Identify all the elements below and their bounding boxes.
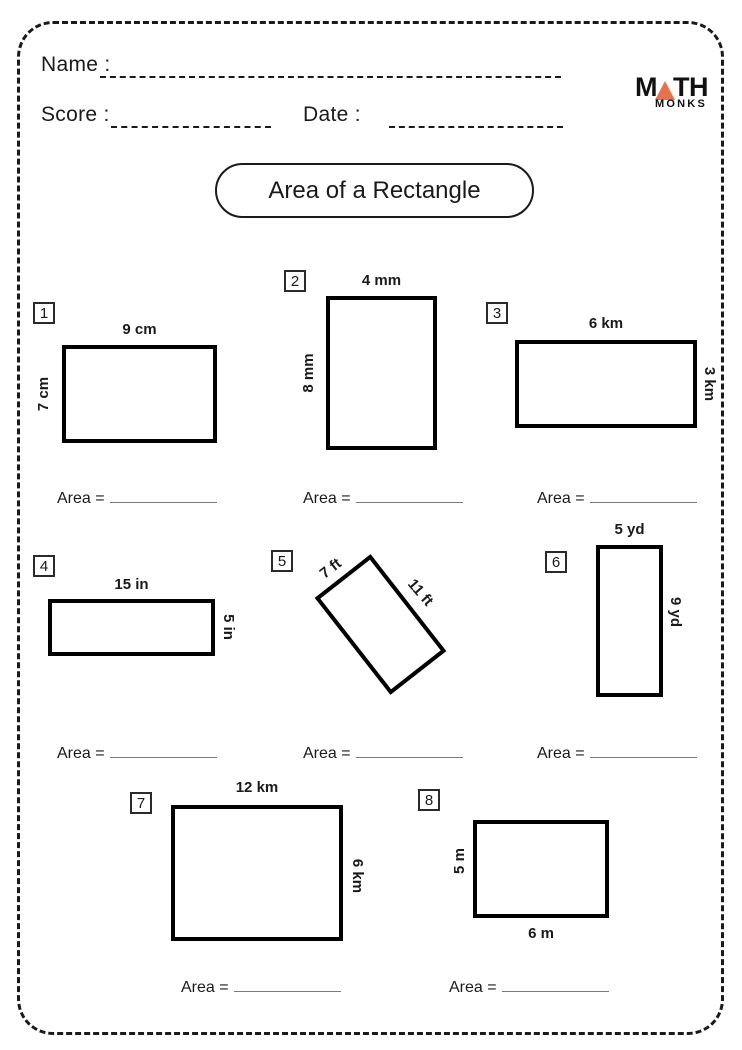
score-label: Score : — [41, 103, 110, 126]
problem-2-rectangle — [326, 296, 437, 450]
problem-2-height-label: 8 mm — [300, 353, 317, 393]
problem-1-width-label: 9 cm — [122, 321, 157, 338]
problem-8-height-label: 5 m — [451, 848, 468, 874]
problem-5-area-field: Area = — [303, 743, 463, 763]
problem-8-answer-blank — [501, 977, 609, 992]
area-label: Area = — [57, 745, 105, 762]
problem-1-area-field: Area = — [57, 488, 217, 508]
problem-4-width-label: 15 in — [114, 576, 149, 593]
problem-1-number-badge: 1 — [33, 302, 55, 324]
problem-7-answer-blank — [233, 977, 341, 992]
logo-wordmark: M TH — [604, 72, 709, 102]
problem-2-number-badge: 2 — [284, 270, 306, 292]
problem-7-number-badge: 7 — [130, 792, 152, 814]
problem-3-area-field: Area = — [537, 488, 697, 508]
logo-subtitle: MONKS — [655, 98, 707, 110]
problem-6-answer-blank — [589, 743, 697, 758]
problem-4-answer-blank — [109, 743, 217, 758]
problem-6-width-label: 5 yd — [614, 521, 645, 538]
problem-1-rectangle — [62, 345, 217, 443]
score-blank-line — [111, 106, 271, 128]
problem-6-number-badge: 6 — [545, 551, 567, 573]
problem-2-width-label: 4 mm — [361, 272, 402, 289]
problem-6-height-label: 9 yd — [667, 596, 684, 627]
problem-7-height-label: 6 km — [349, 858, 366, 894]
problem-2-answer-blank — [355, 488, 463, 503]
logo-word-start: M — [635, 72, 658, 102]
problem-6-rectangle — [596, 545, 663, 697]
problem-4-area-field: Area = — [57, 743, 217, 763]
problem-3-answer-blank — [589, 488, 697, 503]
area-label: Area = — [303, 490, 351, 507]
area-label: Area = — [537, 490, 585, 507]
name-blank-line — [100, 56, 561, 78]
area-label: Area = — [303, 745, 351, 762]
worksheet-title-box: Area of a Rectangle — [215, 163, 534, 218]
date-label: Date : — [303, 103, 361, 126]
area-label: Area = — [181, 979, 229, 996]
problem-5-number-badge: 5 — [271, 550, 293, 572]
problem-3-number-badge: 3 — [486, 302, 508, 324]
problem-2-area-field: Area = — [303, 488, 463, 508]
logo-triangle-icon — [655, 81, 675, 100]
area-label: Area = — [449, 979, 497, 996]
problem-1-height-label: 7 cm — [35, 376, 52, 412]
problem-8-area-field: Area = — [449, 977, 609, 997]
problem-8-rectangle — [473, 820, 609, 918]
problem-7-rectangle — [171, 805, 343, 941]
problem-7-width-label: 12 km — [235, 779, 279, 796]
problem-3-rectangle — [515, 340, 697, 428]
math-monks-logo: M TH MONKS — [604, 72, 709, 111]
area-label: Area = — [57, 490, 105, 507]
problem-4-height-label: 5 in — [220, 614, 237, 640]
problem-3-width-label: 6 km — [588, 315, 624, 332]
problem-7-area-field: Area = — [181, 977, 341, 997]
name-label: Name : — [41, 53, 111, 76]
date-blank-line — [389, 106, 563, 128]
page-dashed-border — [17, 21, 724, 1035]
problem-1-answer-blank — [109, 488, 217, 503]
problem-8-number-badge: 8 — [418, 789, 440, 811]
problem-6-area-field: Area = — [537, 743, 697, 763]
problem-4-number-badge: 4 — [33, 555, 55, 577]
problem-4-rectangle — [48, 599, 215, 656]
problem-8-width-label: 6 m — [528, 925, 554, 942]
problem-3-height-label: 3 km — [701, 366, 718, 402]
logo-word-end: TH — [673, 72, 709, 102]
problem-5-answer-blank — [355, 743, 463, 758]
worksheet-title: Area of a Rectangle — [268, 176, 481, 204]
area-label: Area = — [537, 745, 585, 762]
